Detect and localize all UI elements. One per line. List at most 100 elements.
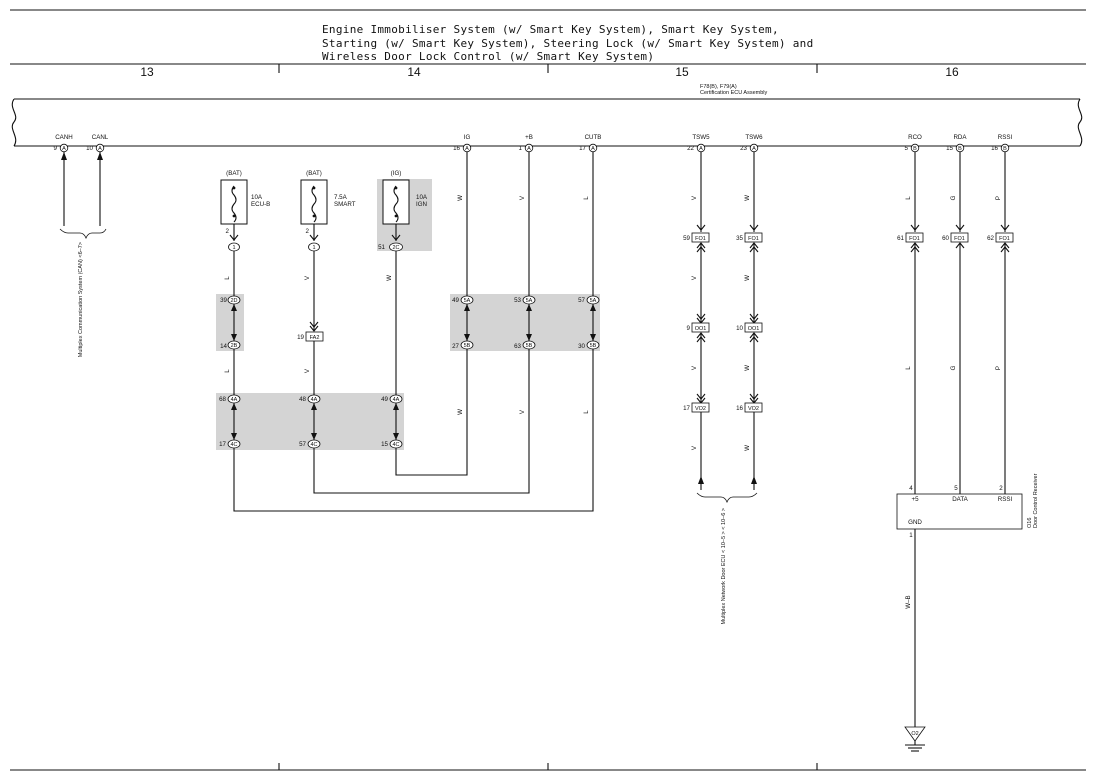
svg-text:L: L (583, 410, 590, 414)
svg-text:P: P (995, 366, 1002, 370)
svg-text:(BAT): (BAT) (306, 170, 322, 177)
wire-tsw6: W 35 FO1 W 10 OO1 W 16 VO2 W (736, 152, 763, 490)
ecu-terminal-ig: IG 16 A (453, 134, 472, 153)
svg-text:+5: +5 (911, 496, 919, 503)
svg-text:CANH: CANH (55, 134, 73, 141)
ecu-name: Certification ECU Assembly (700, 90, 767, 96)
svg-text:2: 2 (999, 485, 1003, 492)
svg-text:V: V (691, 275, 698, 280)
svg-text:39: 39 (220, 297, 227, 304)
ground-symbol: O2 (904, 726, 926, 752)
svg-text:A: A (591, 146, 595, 152)
ecu-terminal-rco: RCO 5 B (905, 134, 922, 153)
svg-text:9: 9 (687, 325, 691, 332)
wire-tsw5: V 59 FO1 V 9 OO1 V 17 VO2 V (683, 152, 710, 490)
column-number: 16 (945, 65, 959, 79)
title-line-3: Wireless Door Lock Control (w/ Smart Key… (322, 50, 654, 63)
svg-text:GND: GND (908, 519, 922, 526)
wire-rda: G 60 FO1 G (942, 152, 969, 494)
svg-text:2C: 2C (392, 245, 399, 251)
svg-text:57: 57 (299, 441, 306, 448)
svg-text:O2: O2 (911, 731, 918, 737)
svg-text:RDA: RDA (953, 134, 967, 141)
svg-text:FO1: FO1 (695, 236, 706, 242)
svg-text:W: W (386, 275, 393, 281)
svg-text:15: 15 (946, 145, 953, 152)
svg-text:2D: 2D (230, 298, 237, 304)
svg-text:5B: 5B (464, 343, 471, 349)
svg-text:4C: 4C (392, 442, 399, 448)
svg-text:1: 1 (232, 245, 235, 251)
svg-text:OO1: OO1 (748, 326, 760, 332)
svg-text:+B: +B (525, 134, 533, 141)
svg-text:4A: 4A (393, 397, 400, 403)
svg-text:W: W (744, 195, 751, 201)
svg-text:1: 1 (909, 532, 913, 539)
svg-text:L: L (905, 366, 912, 370)
svg-text:RCO: RCO (908, 134, 922, 141)
svg-text:27: 27 (452, 343, 459, 350)
svg-text:2: 2 (226, 228, 230, 235)
svg-text:V: V (519, 409, 526, 414)
ecu-wires-ig-b-cutb: W V L (457, 152, 594, 297)
svg-text:17: 17 (683, 405, 690, 412)
ecu-terminal-tsw5: TSW5 22 A (687, 134, 710, 153)
svg-text:(BAT): (BAT) (226, 170, 242, 177)
svg-text:P: P (995, 196, 1002, 200)
svg-text:30: 30 (578, 343, 585, 350)
svg-text:10A: 10A (251, 194, 263, 201)
svg-text:CANL: CANL (92, 134, 109, 141)
fuse-ecu-b-output: 2 1 (226, 224, 240, 252)
column-number: 13 (140, 65, 154, 79)
svg-text:G: G (950, 365, 957, 370)
connector-row-4a: 68 4A 48 4A 49 4A (219, 394, 403, 404)
svg-text:W: W (744, 445, 751, 451)
title-line-2: Starting (w/ Smart Key System), Steering… (322, 37, 814, 50)
svg-text:W: W (744, 365, 751, 371)
svg-text:L: L (583, 196, 590, 200)
svg-text:B: B (1003, 146, 1007, 152)
svg-text:51: 51 (378, 244, 385, 251)
svg-text:A: A (465, 146, 469, 152)
jb-4a-4c-shade (216, 393, 404, 450)
svg-text:VO2: VO2 (695, 406, 706, 412)
svg-text:48: 48 (299, 396, 306, 403)
svg-text:CUTB: CUTB (585, 134, 602, 141)
svg-text:B: B (958, 146, 962, 152)
svg-text:RSSI: RSSI (998, 496, 1013, 503)
svg-text:10: 10 (736, 325, 743, 332)
svg-text:G: G (950, 195, 957, 200)
svg-text:FO1: FO1 (999, 236, 1010, 242)
ecu-terminal-rda: RDA 15 B (946, 134, 967, 153)
svg-text:TSW5: TSW5 (692, 134, 710, 141)
svg-text:17: 17 (579, 145, 586, 152)
svg-text:49: 49 (452, 297, 459, 304)
svg-text:4C: 4C (310, 442, 317, 448)
svg-text:W: W (457, 409, 464, 415)
fuse-ign: (IG) 10A IGN (382, 170, 428, 225)
ecu-terminal-tsw6: TSW6 23 A (740, 134, 763, 153)
svg-text:16: 16 (453, 145, 460, 152)
column-number: 15 (675, 65, 689, 79)
svg-text:W–B: W–B (905, 595, 912, 608)
fuse-smart-output: 2 1 (306, 224, 320, 252)
svg-text:1: 1 (312, 245, 315, 251)
svg-text:62: 62 (987, 235, 994, 242)
svg-text:63: 63 (514, 343, 521, 350)
svg-text:5B: 5B (526, 343, 533, 349)
svg-text:35: 35 (736, 235, 743, 242)
column-number: 14 (407, 65, 421, 79)
wire-ign: W (386, 251, 397, 396)
svg-text:4A: 4A (231, 397, 238, 403)
svg-text:W: W (457, 195, 464, 201)
svg-text:L: L (224, 369, 231, 373)
svg-text:57: 57 (578, 297, 585, 304)
svg-text:7.5A: 7.5A (334, 194, 348, 201)
ecu-terminal-canh: CANH 9 A (54, 134, 73, 153)
svg-text:L: L (905, 196, 912, 200)
jb-5a-5b-shade (450, 294, 600, 351)
receiver-name: Door Control Receiver (1033, 473, 1039, 528)
svg-text:VO2: VO2 (748, 406, 759, 412)
can-reference: Multiplex Communication System (CAN) <6–… (78, 242, 84, 357)
